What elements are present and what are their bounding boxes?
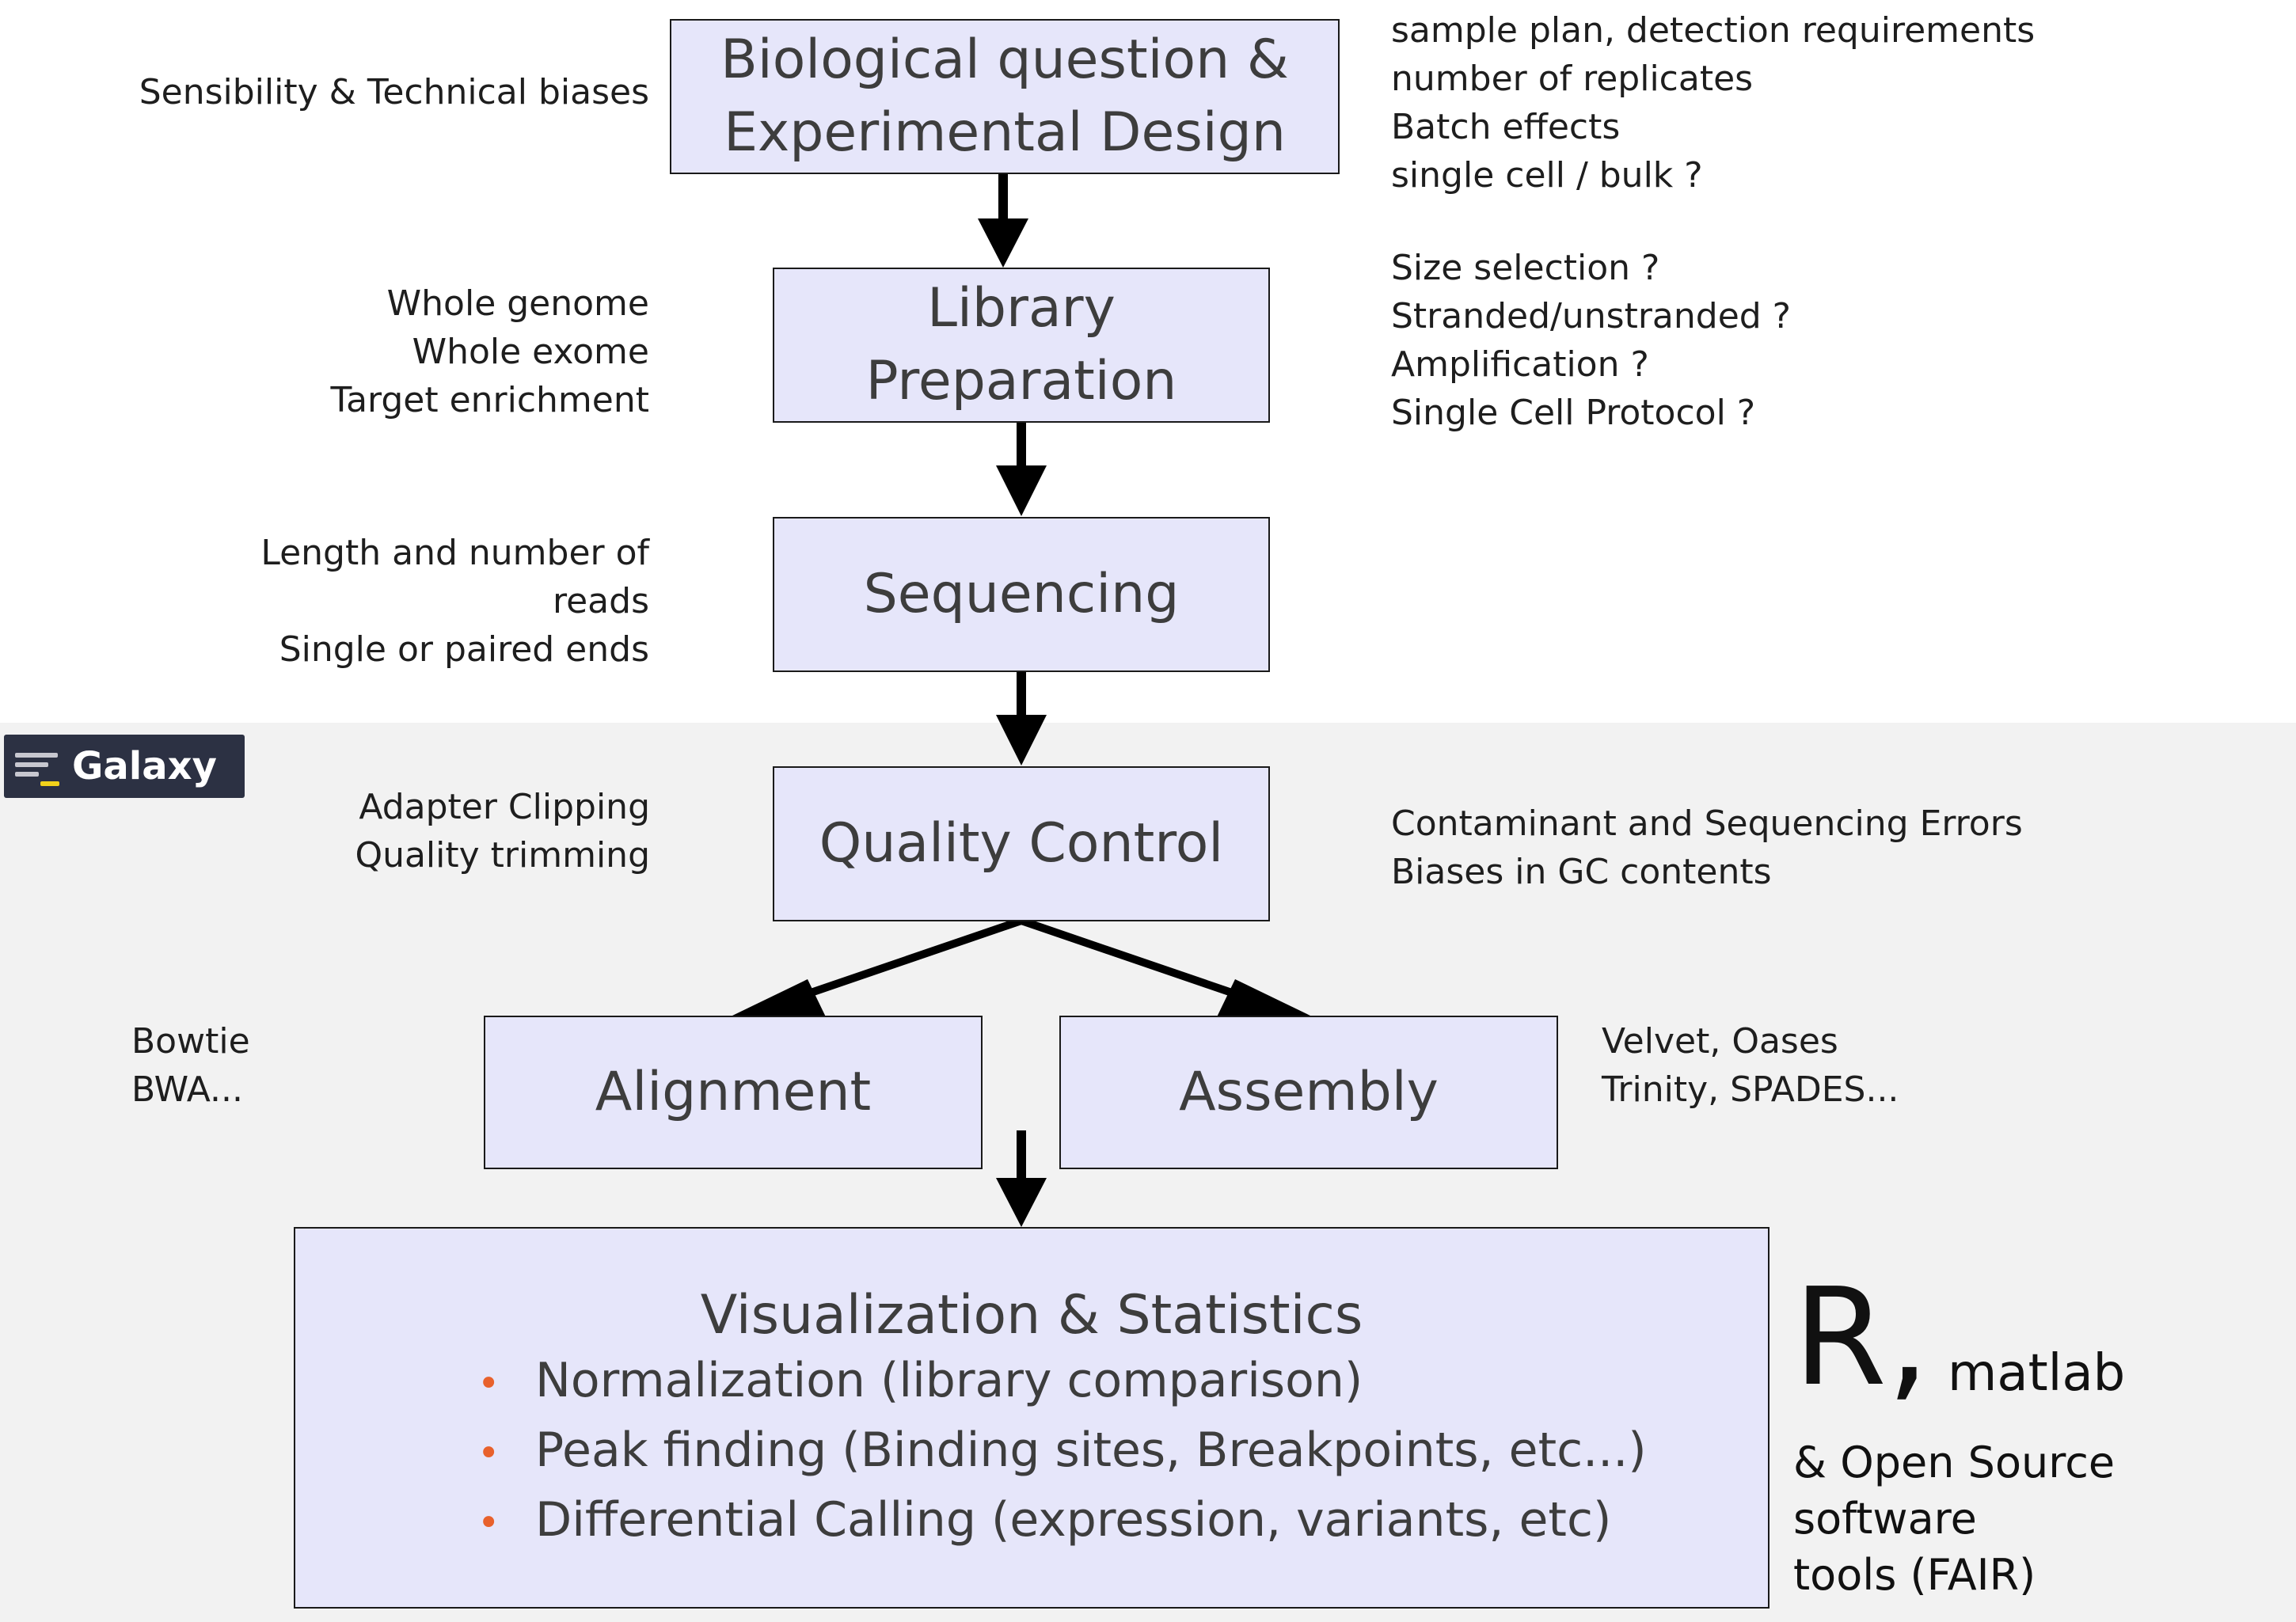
note-line: Whole genome xyxy=(386,283,649,324)
visualization-item: • Differential Calling (expression, varia… xyxy=(477,1487,1647,1556)
note-line: & Open Source software xyxy=(1793,1438,2115,1544)
box-sequencing-label: Sequencing xyxy=(863,563,1180,625)
note-design-right: sample plan, detection requirements numb… xyxy=(1391,6,2035,199)
arrow-design-to-library xyxy=(978,173,1028,268)
note-line: BWA... xyxy=(131,1069,244,1110)
box-assembly-label: Assembly xyxy=(1179,1061,1439,1123)
note-qc-left: Adapter Clipping Quality trimming xyxy=(355,783,650,879)
visualization-list: • Normalization (library comparison) • Pea… xyxy=(477,1347,1647,1556)
note-line: Size selection ? xyxy=(1391,248,1660,288)
note-line: reads xyxy=(552,581,649,621)
box-qc-label: Quality Control xyxy=(819,812,1224,875)
bullet-icon: • xyxy=(477,1431,500,1476)
note-assembly-right: Velvet, Oases Trinity, SPADES... xyxy=(1602,1017,1899,1114)
galaxy-logo-icon xyxy=(15,746,66,786)
arrow-qc-to-assembly xyxy=(1020,917,1310,1025)
note-line: Adapter Clipping xyxy=(359,787,650,827)
bullet-icon: • xyxy=(477,1362,500,1406)
box-quality-control: Quality Control xyxy=(773,766,1270,921)
note-qc-right: Contaminant and Sequencing Errors Biases… xyxy=(1391,800,2023,896)
galaxy-badge: Galaxy xyxy=(4,735,245,798)
visualization-item-text: Peak finding (Binding sites, Breakpoints… xyxy=(535,1423,1647,1478)
note-line: Stranded/unstranded ? xyxy=(1391,296,1792,336)
note-library-right: Size selection ? Stranded/unstranded ? A… xyxy=(1391,244,1791,437)
box-design-line-1: Biological question & xyxy=(720,28,1289,91)
note-library-left: Whole genome Whole exome Target enrichme… xyxy=(330,279,649,424)
note-line: Bowtie xyxy=(131,1021,250,1062)
note-line: sample plan, detection requirements xyxy=(1391,10,2036,51)
note-line: Contaminant and Sequencing Errors xyxy=(1391,803,2023,844)
note-line: Single Cell Protocol ? xyxy=(1391,393,1756,433)
note-sequencing-left: Length and number of reads Single or pai… xyxy=(260,529,649,674)
galaxy-label: Galaxy xyxy=(72,744,217,788)
arrow-library-to-sequencing xyxy=(996,422,1047,516)
box-design: Biological question & Experimental Desig… xyxy=(670,19,1340,174)
box-library-line-1: Library xyxy=(927,277,1116,340)
bullet-icon: • xyxy=(477,1501,500,1545)
note-line: Sensibility & Technical biases xyxy=(139,72,649,112)
note-line: Single or paired ends xyxy=(279,629,649,670)
arrow-to-visualization xyxy=(996,1130,1047,1227)
note-line: Whole exome xyxy=(412,332,649,372)
box-assembly: Assembly xyxy=(1059,1016,1558,1169)
box-library-preparation: Library Preparation xyxy=(773,268,1270,423)
note-line: number of replicates xyxy=(1391,59,1754,99)
note-line: Velvet, Oases xyxy=(1602,1021,1838,1062)
box-alignment: Alignment xyxy=(484,1016,983,1169)
box-alignment-label: Alignment xyxy=(595,1061,872,1123)
note-design-left: Sensibility & Technical biases xyxy=(139,68,649,116)
note-line: tools (FAIR) xyxy=(1793,1550,2036,1600)
arrow-qc-to-alignment xyxy=(732,917,1023,1025)
visualization-item-text: Differential Calling (expression, varian… xyxy=(535,1492,1612,1548)
visualization-item: • Peak finding (Binding sites, Breakpoint… xyxy=(477,1417,1647,1487)
matlab-label: matlab xyxy=(1948,1344,2126,1403)
visualization-title: Visualization & Statistics xyxy=(700,1284,1363,1347)
note-line: Target enrichment xyxy=(330,380,649,420)
r-label: R, xyxy=(1793,1259,1930,1416)
note-line: single cell / bulk ? xyxy=(1391,155,1703,196)
box-design-line-2: Experimental Design xyxy=(724,101,1286,164)
note-line: Biases in GC contents xyxy=(1391,852,1772,892)
box-sequencing: Sequencing xyxy=(773,517,1270,672)
arrow-sequencing-to-qc xyxy=(996,671,1047,765)
note-line: Quality trimming xyxy=(355,835,650,876)
box-library-line-2: Preparation xyxy=(865,350,1177,412)
note-line: Length and number of xyxy=(260,533,649,573)
note-alignment-left: Bowtie BWA... xyxy=(131,1017,250,1114)
box-visualization-statistics: Visualization & Statistics • Normalizatio… xyxy=(294,1227,1770,1609)
visualization-item-text: Normalization (library comparison) xyxy=(535,1353,1363,1408)
note-line: Trinity, SPADES... xyxy=(1602,1069,1899,1110)
note-line: Amplification ? xyxy=(1391,344,1649,385)
visualization-item: • Normalization (library comparison) xyxy=(477,1347,1647,1417)
open-source-tools-note: & Open Source software tools (FAIR) xyxy=(1793,1434,2296,1603)
note-line: Batch effects xyxy=(1391,107,1621,147)
